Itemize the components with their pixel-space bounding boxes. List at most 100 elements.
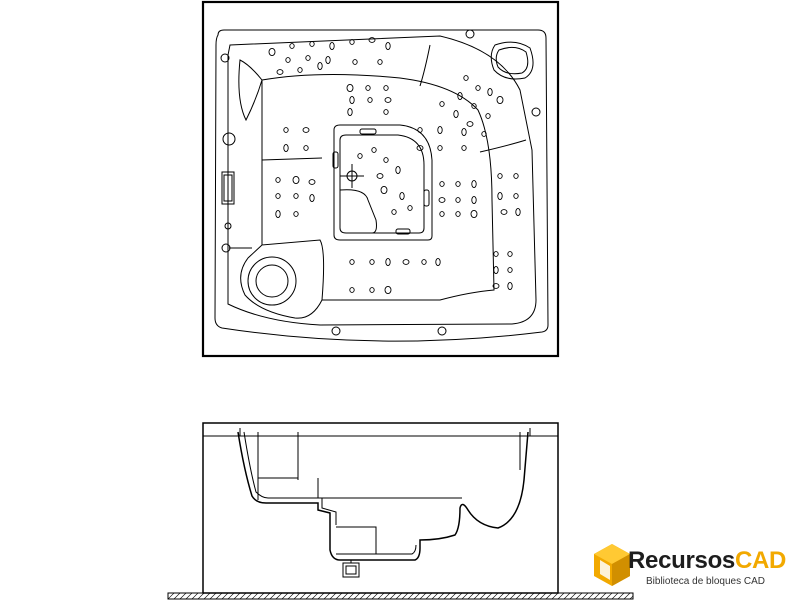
- jet-nozzle-icon: [455, 197, 461, 203]
- drain-valve-icon: [342, 562, 360, 578]
- jet-nozzle-icon: [293, 211, 299, 217]
- jet-nozzle-icon: [461, 127, 467, 137]
- watermark-logo: RecursosCAD Biblioteca de bloques CAD: [592, 542, 800, 600]
- jet-nozzle-icon: [383, 109, 389, 115]
- jet-nozzle-icon: [455, 181, 461, 187]
- jet-nozzle-icon: [453, 109, 459, 119]
- jet-nozzle-icon: [383, 157, 389, 163]
- hatch-line: [419, 593, 427, 599]
- jet-nozzle-icon: [385, 257, 391, 267]
- jet-nozzle-icon: [308, 179, 316, 185]
- hatch-line: [251, 593, 259, 599]
- hatch-line: [371, 593, 379, 599]
- jet-nozzle-icon: [439, 181, 445, 187]
- left-headrest: [238, 59, 263, 122]
- jet-nozzle-icon: [385, 41, 391, 51]
- jet-nozzle-icon: [496, 95, 504, 105]
- jet-nozzle-icon: [461, 145, 467, 151]
- hatch-line: [497, 593, 505, 599]
- hatch-line: [515, 593, 523, 599]
- hatch-line: [311, 593, 319, 599]
- hatch-line: [449, 593, 457, 599]
- bolt-icon: [531, 107, 541, 117]
- jet-nozzle-icon: [275, 177, 281, 183]
- jet-nozzle-icon: [352, 59, 358, 65]
- hatch-line: [503, 593, 511, 599]
- jet-nozzle-icon: [407, 205, 413, 211]
- hatch-line: [275, 593, 283, 599]
- jet-nozzle-icon: [515, 207, 521, 217]
- hatch-line: [611, 593, 619, 599]
- jet-nozzle-icon: [367, 97, 373, 103]
- hatch-line: [623, 593, 631, 599]
- seat-ledge: [317, 478, 462, 499]
- jet-nozzle-icon: [485, 113, 491, 119]
- jet-nozzle-icon: [349, 259, 355, 265]
- jet-nozzle-icon: [349, 287, 355, 293]
- jet-nozzle-icon: [317, 61, 323, 71]
- hatch-line: [323, 593, 331, 599]
- floor-hatch: [168, 593, 633, 599]
- jet-nozzle-icon: [368, 37, 376, 43]
- bolt-icon: [224, 222, 232, 230]
- hatch-line: [185, 593, 193, 599]
- hatch-line: [629, 595, 633, 599]
- jet-nozzle-icon: [329, 41, 335, 51]
- footwell-step: [339, 189, 377, 234]
- hatch-line: [443, 593, 451, 599]
- hatch-line: [551, 593, 559, 599]
- hatch-line: [377, 593, 385, 599]
- jet-nozzle-icon: [383, 85, 389, 91]
- jet-nozzle-icon: [493, 265, 499, 275]
- jet-nozzle-icon: [439, 211, 445, 217]
- main-basin: [261, 73, 495, 301]
- jet-nozzle-icon: [471, 103, 477, 109]
- jet-nozzle-icon: [275, 193, 281, 199]
- jet-nozzle-icon: [497, 191, 503, 201]
- jet-nozzle-icon: [439, 101, 445, 107]
- hatch-line: [257, 593, 265, 599]
- hatch-line: [287, 593, 295, 599]
- jet-nozzle-icon: [500, 209, 508, 215]
- jet-nozzle-icon: [466, 121, 474, 127]
- hatch-line: [401, 593, 409, 599]
- jet-nozzle-icon: [346, 83, 354, 93]
- jet-nozzle-icon: [293, 193, 299, 199]
- hatch-line: [395, 593, 403, 599]
- hatch-line: [569, 593, 577, 599]
- jet-nozzle-icon: [492, 283, 500, 289]
- tub-outer-rim: [214, 29, 549, 342]
- jet-nozzle-icon: [309, 193, 315, 203]
- seat-section: [257, 432, 299, 500]
- fitting-icon: [423, 189, 430, 207]
- hatch-line: [473, 593, 481, 599]
- hatch-line: [593, 593, 601, 599]
- hatch-line: [557, 593, 565, 599]
- hatch-line: [575, 593, 583, 599]
- jet-nozzle-icon: [421, 259, 427, 265]
- logo-tagline: Biblioteca de bloques CAD: [646, 576, 765, 587]
- jet-nozzle-icon: [309, 41, 315, 47]
- jet-nozzle-icon: [357, 153, 363, 159]
- hatch-line: [263, 593, 271, 599]
- jet-nozzle-icon: [369, 259, 375, 265]
- round-seat-rim: [247, 256, 297, 306]
- hatch-line: [221, 593, 229, 599]
- hatch-line: [168, 593, 175, 599]
- hatch-line: [299, 593, 307, 599]
- jet-nozzle-icon: [325, 55, 331, 65]
- pillow-inner: [495, 46, 529, 75]
- jet-nozzle-icon: [416, 145, 424, 151]
- jet-nozzle-icon: [305, 55, 311, 61]
- hatch-line: [533, 593, 541, 599]
- jet-nozzle-icon: [285, 57, 291, 63]
- hatch-line: [425, 593, 433, 599]
- jet-nozzle-icon: [283, 127, 289, 133]
- hatch-line: [455, 593, 463, 599]
- fitting-icon: [395, 228, 411, 235]
- tub-profile-inner: [243, 431, 417, 555]
- fitting-icon: [359, 128, 377, 135]
- hatch-line: [305, 593, 313, 599]
- jet-nozzle-icon: [399, 191, 405, 201]
- hatch-line: [359, 593, 367, 599]
